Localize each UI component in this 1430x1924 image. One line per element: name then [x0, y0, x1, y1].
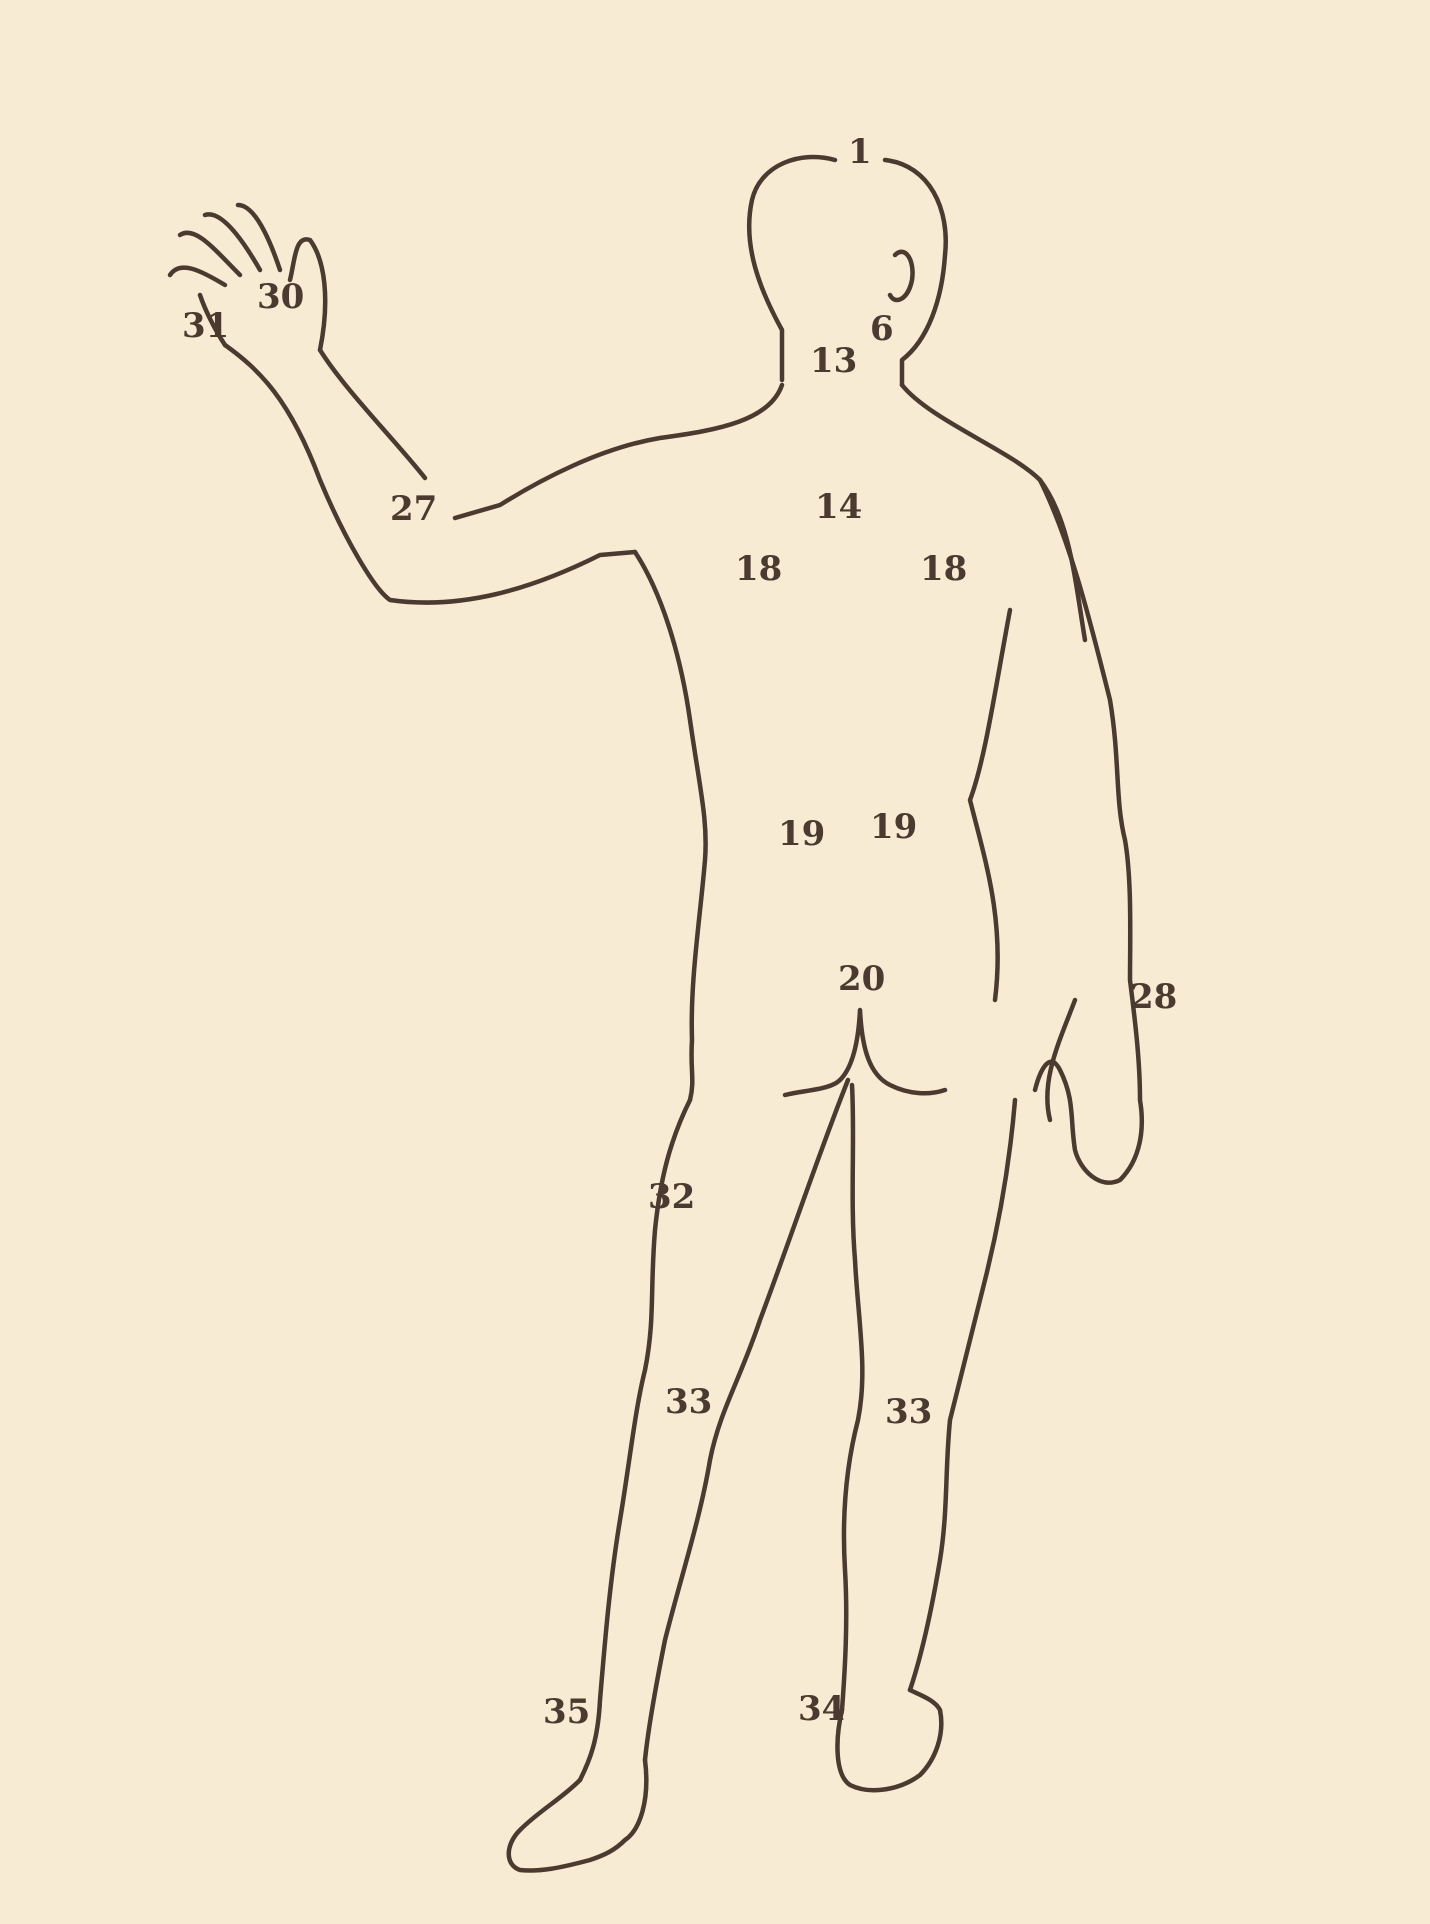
- raised-hand-outline: [167, 202, 328, 353]
- lowered-arm-outline: [1032, 477, 1145, 1185]
- region-labels: 1 6 13 14 18 18 19 19 20 27 28 30 31 32 …: [182, 132, 1177, 1732]
- label-27: 27: [390, 489, 437, 529]
- label-6: 6: [870, 309, 894, 349]
- torso-left-outline: [632, 549, 708, 1103]
- left-leg-outer-outline: [577, 1097, 693, 1783]
- label-13: 13: [810, 341, 857, 381]
- ear-outline: [887, 249, 915, 303]
- raised-arm-lower-outline: [222, 342, 638, 605]
- label-28: 28: [1130, 977, 1177, 1017]
- left-leg-inner-outline: [642, 1077, 851, 1763]
- label-19-left: 19: [778, 814, 825, 854]
- label-20: 20: [838, 959, 885, 999]
- label-33-left: 33: [665, 1382, 712, 1422]
- label-35: 35: [543, 1692, 590, 1732]
- right-foot-outline: [835, 1687, 944, 1793]
- label-14: 14: [815, 487, 862, 527]
- label-19-right: 19: [870, 807, 917, 847]
- label-18-right: 18: [920, 549, 967, 589]
- label-18-left: 18: [735, 549, 782, 589]
- buttocks-outline: [782, 1007, 948, 1098]
- label-31: 31: [182, 306, 229, 346]
- right-leg-inner-outline: [839, 1082, 865, 1713]
- right-shoulder-outline: [899, 382, 1088, 643]
- head-right-outline: [882, 157, 948, 388]
- label-30: 30: [257, 277, 304, 317]
- torso-right-outline: [967, 607, 1013, 1003]
- body-outline: [167, 154, 1145, 1873]
- right-leg-outer-outline: [907, 1097, 1018, 1693]
- label-1: 1: [848, 132, 872, 172]
- head-outline: [746, 154, 838, 383]
- label-33-right: 33: [885, 1392, 932, 1432]
- label-32: 32: [648, 1177, 695, 1217]
- left-foot-outline: [506, 1757, 649, 1873]
- label-34: 34: [798, 1689, 845, 1729]
- left-shoulder-outline: [452, 382, 785, 521]
- raised-arm-upper-outline: [317, 347, 428, 481]
- lowered-forearm-outline: [1045, 997, 1078, 1123]
